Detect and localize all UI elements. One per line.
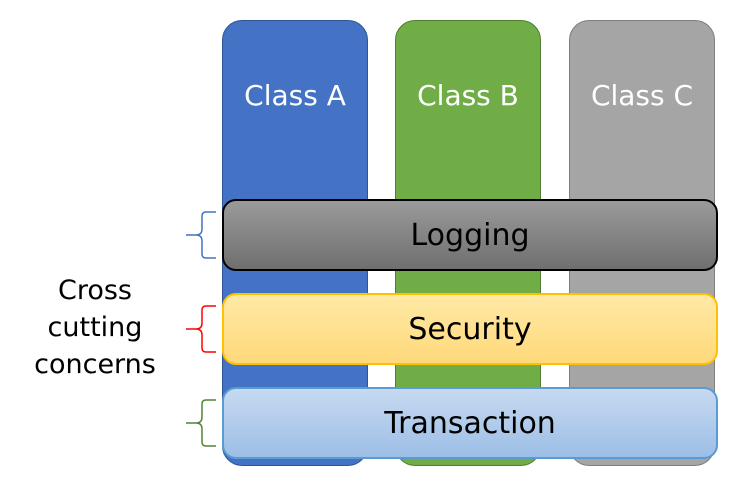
side-label-line: concerns — [34, 349, 156, 380]
layer-label: Logging — [410, 217, 530, 253]
layer-label: Security — [408, 311, 532, 347]
brace-icon-security — [186, 305, 216, 353]
side-label-line: Cross — [57, 275, 132, 306]
cross-cutting-concerns-label: Cross cutting concerns — [10, 272, 180, 383]
layer-label: Transaction — [384, 405, 556, 441]
layer-transaction: Transaction — [222, 387, 718, 459]
column-label: Class A — [244, 79, 346, 112]
side-label-line: cutting — [47, 312, 143, 343]
layer-security: Security — [222, 293, 718, 365]
column-label: Class B — [417, 79, 519, 112]
column-label: Class C — [590, 79, 694, 112]
brace-icon-transaction — [186, 399, 216, 447]
layer-logging: Logging — [222, 199, 718, 271]
brace-icon-logging — [186, 211, 216, 259]
